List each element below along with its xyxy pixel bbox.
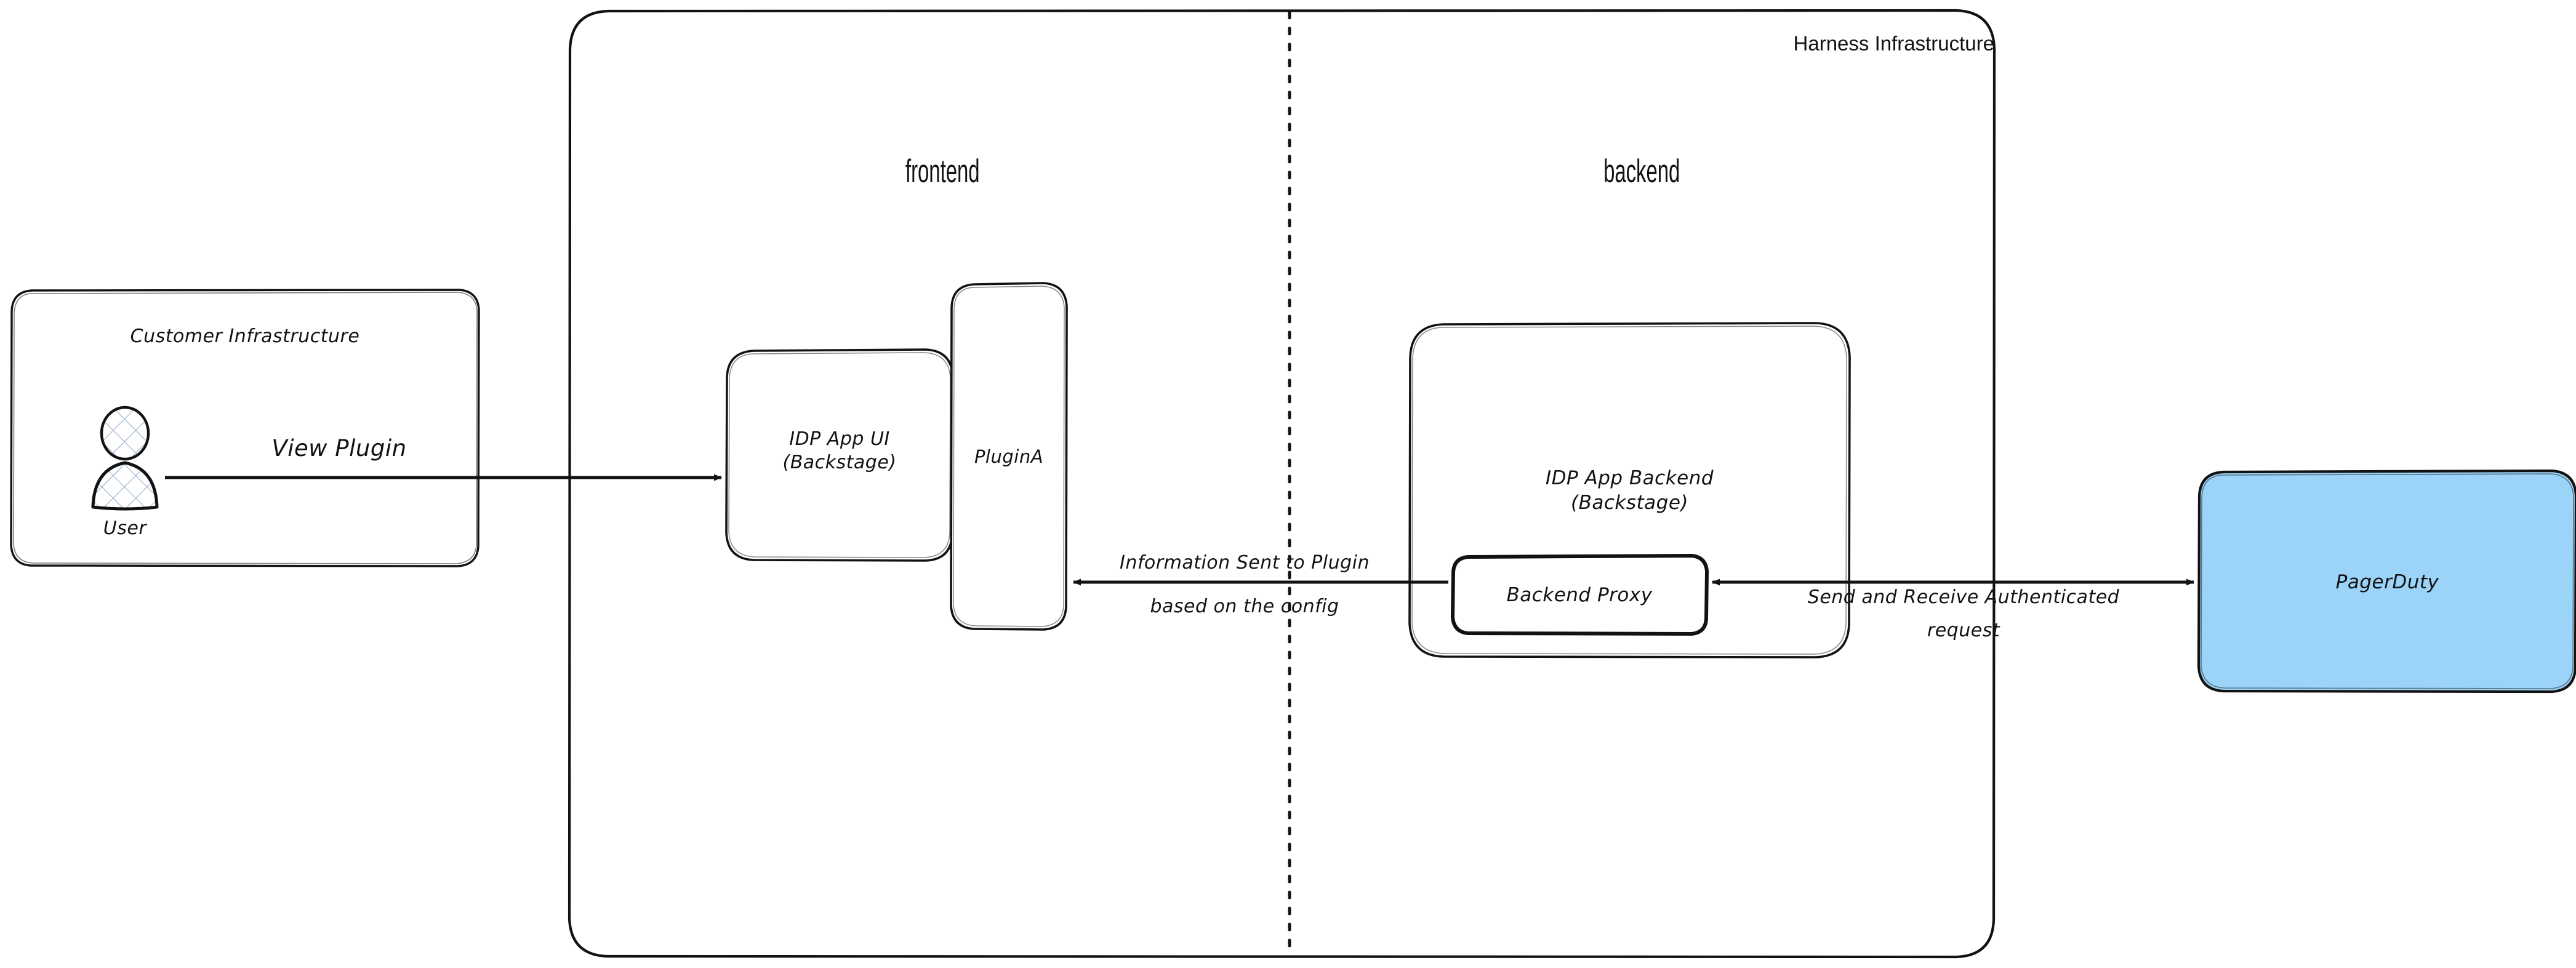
plugin-a-box[interactable] (950, 282, 1068, 631)
harness-infrastructure-container[interactable] (568, 9, 1996, 959)
idp-app-ui-box[interactable] (725, 348, 954, 562)
user-actor-icon[interactable] (91, 406, 159, 511)
pagerduty-box[interactable] (2197, 469, 2576, 694)
backend-proxy-box[interactable] (1451, 554, 1709, 636)
customer-infrastructure-container[interactable] (10, 289, 480, 567)
